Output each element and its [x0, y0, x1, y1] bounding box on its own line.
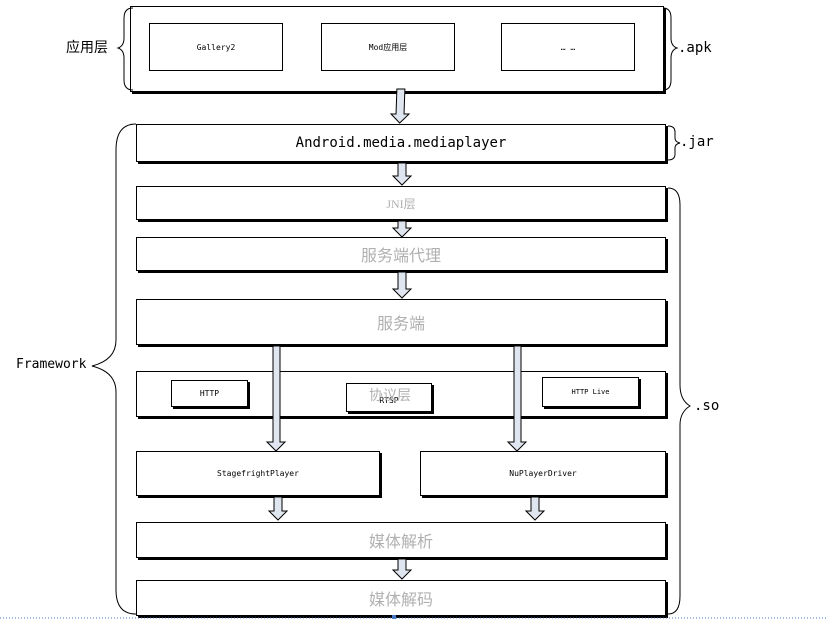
arrow-proxy-to-server [391, 271, 413, 299]
arrow-server-to-nuplayer [506, 345, 528, 452]
protocol-httplive-box [542, 377, 639, 407]
app-box-more [501, 23, 635, 71]
framework-left-brace [91, 123, 137, 615]
arrow-stagefright-to-parse [267, 496, 289, 521]
protocol-rtsp-label: RTSP [379, 396, 399, 405]
nuplayer-box [420, 451, 666, 496]
media-parse-label: 媒体解析 [368, 534, 433, 551]
app-box-gallery [149, 23, 283, 71]
arrow-parse-to-decode [391, 558, 413, 580]
mediaplayer-box [136, 124, 666, 162]
media-decode-label: 媒体解码 [368, 592, 433, 609]
apk-suffix-label: .apk [678, 40, 712, 56]
arrow-jni-to-proxy [391, 220, 413, 238]
jar-brace [667, 125, 681, 161]
so-suffix-label: .so [694, 398, 720, 414]
server-label: 服务端 [376, 316, 425, 333]
jar-suffix-label: .jar [680, 134, 714, 150]
arrow-app-to-jar [389, 88, 411, 124]
jni-label: JNI层 [386, 196, 416, 211]
media-parse-box [136, 522, 666, 558]
app-box-mod [321, 23, 455, 71]
stagefright-box [136, 451, 380, 496]
footer-marker [392, 615, 396, 619]
framework-label: Framework [16, 357, 87, 372]
server-box [136, 299, 666, 345]
app-layer-label: 应用层 [66, 40, 108, 56]
arrow-jar-to-jni [391, 162, 413, 186]
app-layer-right-brace [662, 7, 679, 91]
media-decode-box [136, 580, 666, 616]
app-label-gallery: Gallery2 [196, 42, 236, 52]
arrow-server-to-stagefright [265, 345, 287, 452]
app-label-more: … … [560, 42, 576, 52]
stagefright-label: StagefrightPlayer [217, 469, 299, 478]
protocol-http-box [171, 380, 248, 407]
jni-box [136, 186, 666, 220]
mediaplayer-label: Android.media.mediaplayer [295, 135, 507, 151]
protocol-http-label: HTTP [199, 389, 220, 398]
server-proxy-label: 服务端代理 [360, 248, 441, 265]
down-arrows [265, 88, 546, 580]
so-right-brace [667, 187, 691, 615]
server-proxy-box [136, 237, 666, 271]
protocol-httplive-label: HTTP Live [571, 388, 610, 396]
arrow-nuplayer-to-parse [524, 496, 546, 521]
nuplayer-label: NuPlayerDriver [509, 469, 577, 478]
app-layer-left-brace [116, 7, 134, 91]
protocol-rtsp-box [346, 383, 432, 412]
protocol-layer-label: 协议层 [369, 389, 411, 404]
app-label-mod: Mod应用层 [368, 42, 408, 52]
